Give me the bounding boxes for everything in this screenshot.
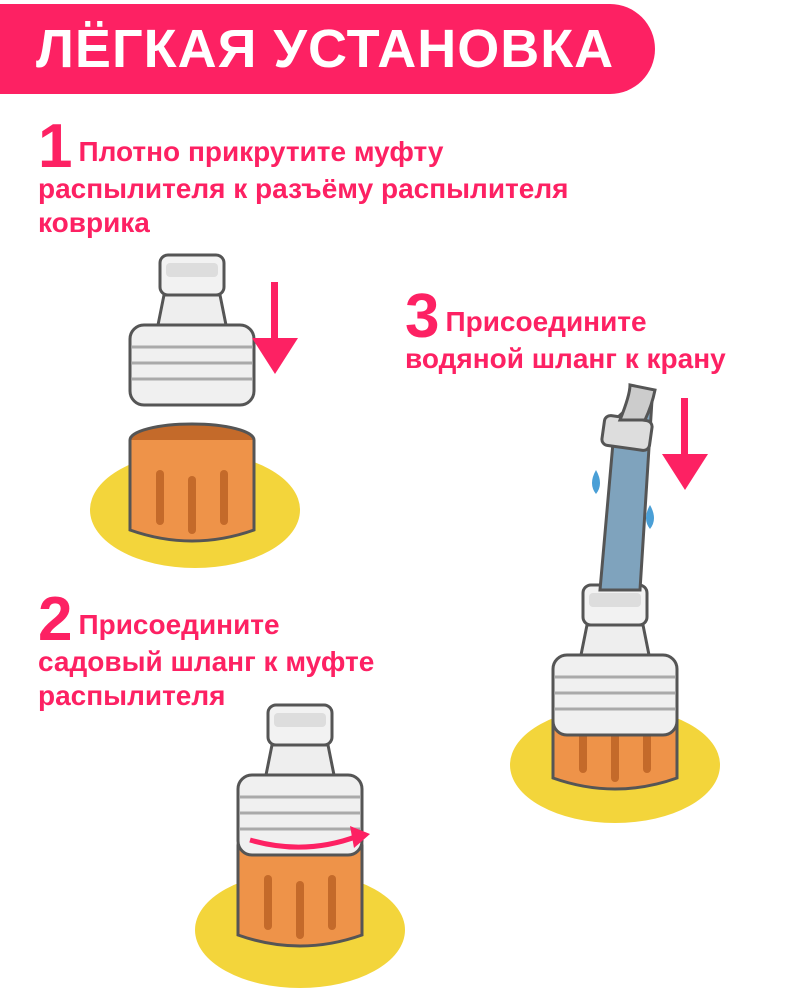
rotate-arrow-icon <box>249 833 359 850</box>
step-text: Присоедините <box>445 306 647 337</box>
title-banner: ЛЁГКАЯ УСТАНОВКА <box>0 4 655 94</box>
step-text: коврика <box>38 207 150 238</box>
step-number: 3 <box>405 282 440 351</box>
step-text: распылителя к разъёму распылителя <box>38 173 569 204</box>
spray-connector <box>128 253 256 407</box>
hose-top <box>617 383 657 422</box>
coupling-orange <box>128 422 256 543</box>
spray-connector <box>236 703 364 857</box>
arrow-down-icon <box>252 282 298 374</box>
step-text: распылителя <box>38 680 226 711</box>
page-title: ЛЁГКАЯ УСТАНОВКА <box>36 19 615 79</box>
step-text: садовый шланг к муфте <box>38 646 375 677</box>
step-text: Плотно прикрутите муфту <box>78 136 444 167</box>
spray-connector <box>551 583 679 737</box>
step-text: Присоедините <box>78 609 280 640</box>
step-number: 2 <box>38 585 73 654</box>
arrow-down-icon <box>662 398 708 490</box>
water-drops-icon <box>592 470 654 529</box>
step-number: 1 <box>38 112 73 181</box>
step-text: водяной шланг к крану <box>405 343 726 374</box>
